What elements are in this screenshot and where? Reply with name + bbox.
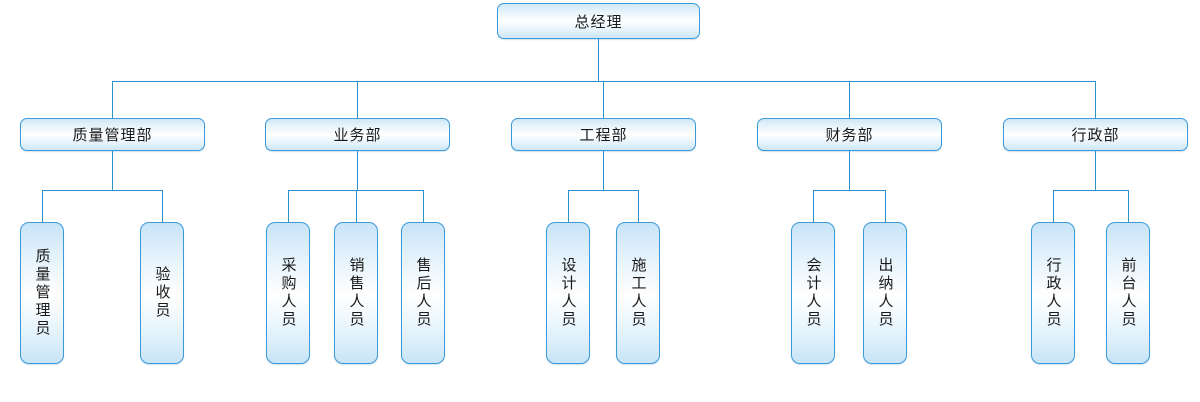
node-role-administrative-staff[interactable]: 行政人员 (1031, 222, 1075, 364)
node-role-acceptance-inspector[interactable]: 验收员 (140, 222, 184, 364)
node-label: 质量管理部 (72, 126, 153, 144)
connector-bus-dept-5 (1053, 190, 1129, 191)
node-general-manager[interactable]: 总经理 (497, 3, 700, 39)
node-role-cashier-staff[interactable]: 出纳人员 (863, 222, 907, 364)
connector-drop-dept-2 (357, 81, 358, 118)
node-label: 设计人员 (559, 257, 578, 329)
connector-drop-dept-5 (1095, 81, 1096, 118)
node-dept-business[interactable]: 业务部 (265, 118, 450, 151)
connector-drop-role-6 (568, 190, 569, 222)
node-role-procurement-staff[interactable]: 采购人员 (266, 222, 310, 364)
node-label: 施工人员 (629, 257, 648, 329)
node-label: 出纳人员 (876, 257, 895, 329)
connector-drop-role-4 (356, 190, 357, 222)
connector-drop-role-8 (813, 190, 814, 222)
connector-drop-role-7 (638, 190, 639, 222)
node-label: 验收员 (153, 266, 172, 320)
node-label: 行政人员 (1044, 257, 1063, 329)
connector-drop-dept-3 (603, 81, 604, 118)
node-label: 前台人员 (1119, 257, 1138, 329)
node-label: 行政部 (1071, 126, 1120, 144)
connector-level1-bus (112, 81, 1096, 82)
node-label: 售后人员 (414, 257, 433, 329)
connector-stem-dept-5 (1095, 151, 1096, 191)
node-label: 总经理 (574, 12, 623, 31)
node-label: 会计人员 (804, 257, 823, 329)
node-role-front-desk-staff[interactable]: 前台人员 (1106, 222, 1150, 364)
connector-stem-dept-4 (849, 151, 850, 191)
connector-stem-dept-1 (112, 151, 113, 191)
connector-root-stem (598, 39, 599, 82)
connector-bus-dept-3 (568, 190, 639, 191)
node-role-design-staff[interactable]: 设计人员 (546, 222, 590, 364)
node-role-after-sales-staff[interactable]: 售后人员 (401, 222, 445, 364)
node-role-construction-staff[interactable]: 施工人员 (616, 222, 660, 364)
node-label: 销售人员 (347, 257, 366, 329)
connector-drop-role-2 (162, 190, 163, 222)
connector-drop-role-3 (288, 190, 289, 222)
connector-drop-role-1 (42, 190, 43, 222)
connector-drop-role-11 (1128, 190, 1129, 222)
connector-drop-dept-4 (849, 81, 850, 118)
node-label: 工程部 (579, 126, 628, 144)
node-role-sales-staff[interactable]: 销售人员 (334, 222, 378, 364)
connector-stem-dept-3 (603, 151, 604, 191)
node-dept-quality-management[interactable]: 质量管理部 (20, 118, 205, 151)
connector-drop-role-5 (423, 190, 424, 222)
connector-bus-dept-4 (813, 190, 886, 191)
node-label: 业务部 (333, 126, 382, 144)
connector-drop-dept-1 (112, 81, 113, 118)
connector-stem-dept-2 (357, 151, 358, 191)
node-label: 采购人员 (279, 257, 298, 329)
node-dept-administration[interactable]: 行政部 (1003, 118, 1188, 151)
node-role-quality-manager[interactable]: 质量管理员 (20, 222, 64, 364)
node-dept-finance[interactable]: 财务部 (757, 118, 942, 151)
connector-bus-dept-1 (42, 190, 163, 191)
node-label: 质量管理员 (33, 248, 52, 338)
connector-drop-role-9 (885, 190, 886, 222)
node-role-accounting-staff[interactable]: 会计人员 (791, 222, 835, 364)
connector-drop-role-10 (1053, 190, 1054, 222)
node-dept-engineering[interactable]: 工程部 (511, 118, 696, 151)
node-label: 财务部 (825, 126, 874, 144)
